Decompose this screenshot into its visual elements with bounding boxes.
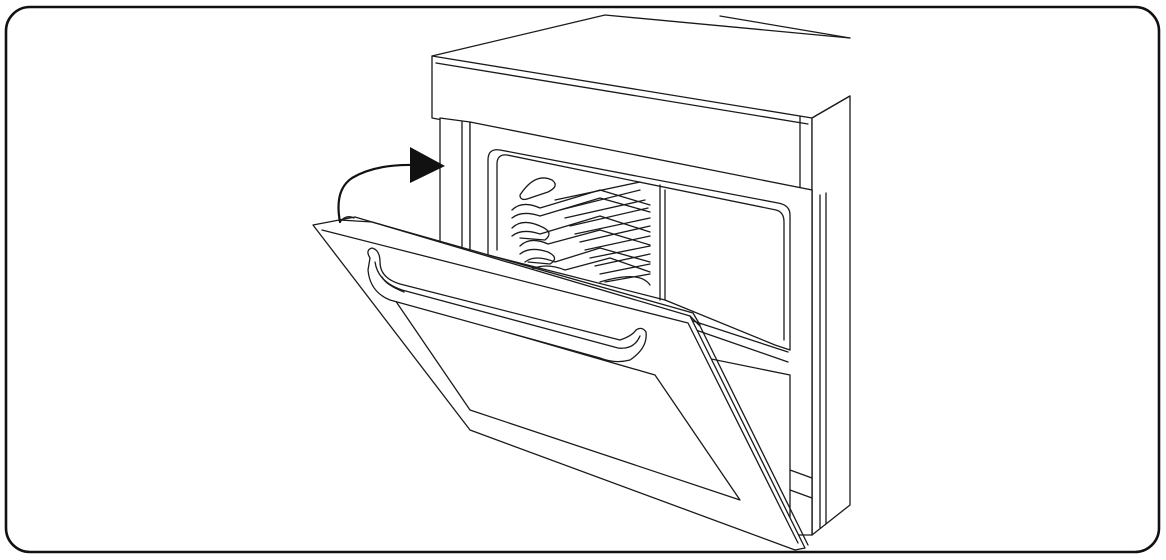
door-handle [367, 247, 647, 363]
arrow-head [410, 147, 445, 183]
figure-border [4, 5, 1161, 554]
door-window [394, 299, 741, 501]
oven-left-post [439, 117, 471, 259]
oven-cavity-opening [487, 149, 791, 351]
oven-rack-guides [511, 177, 651, 286]
oven-side-wall [811, 95, 851, 536]
oven-door [312, 216, 809, 551]
close-direction-arrow [337, 147, 445, 224]
